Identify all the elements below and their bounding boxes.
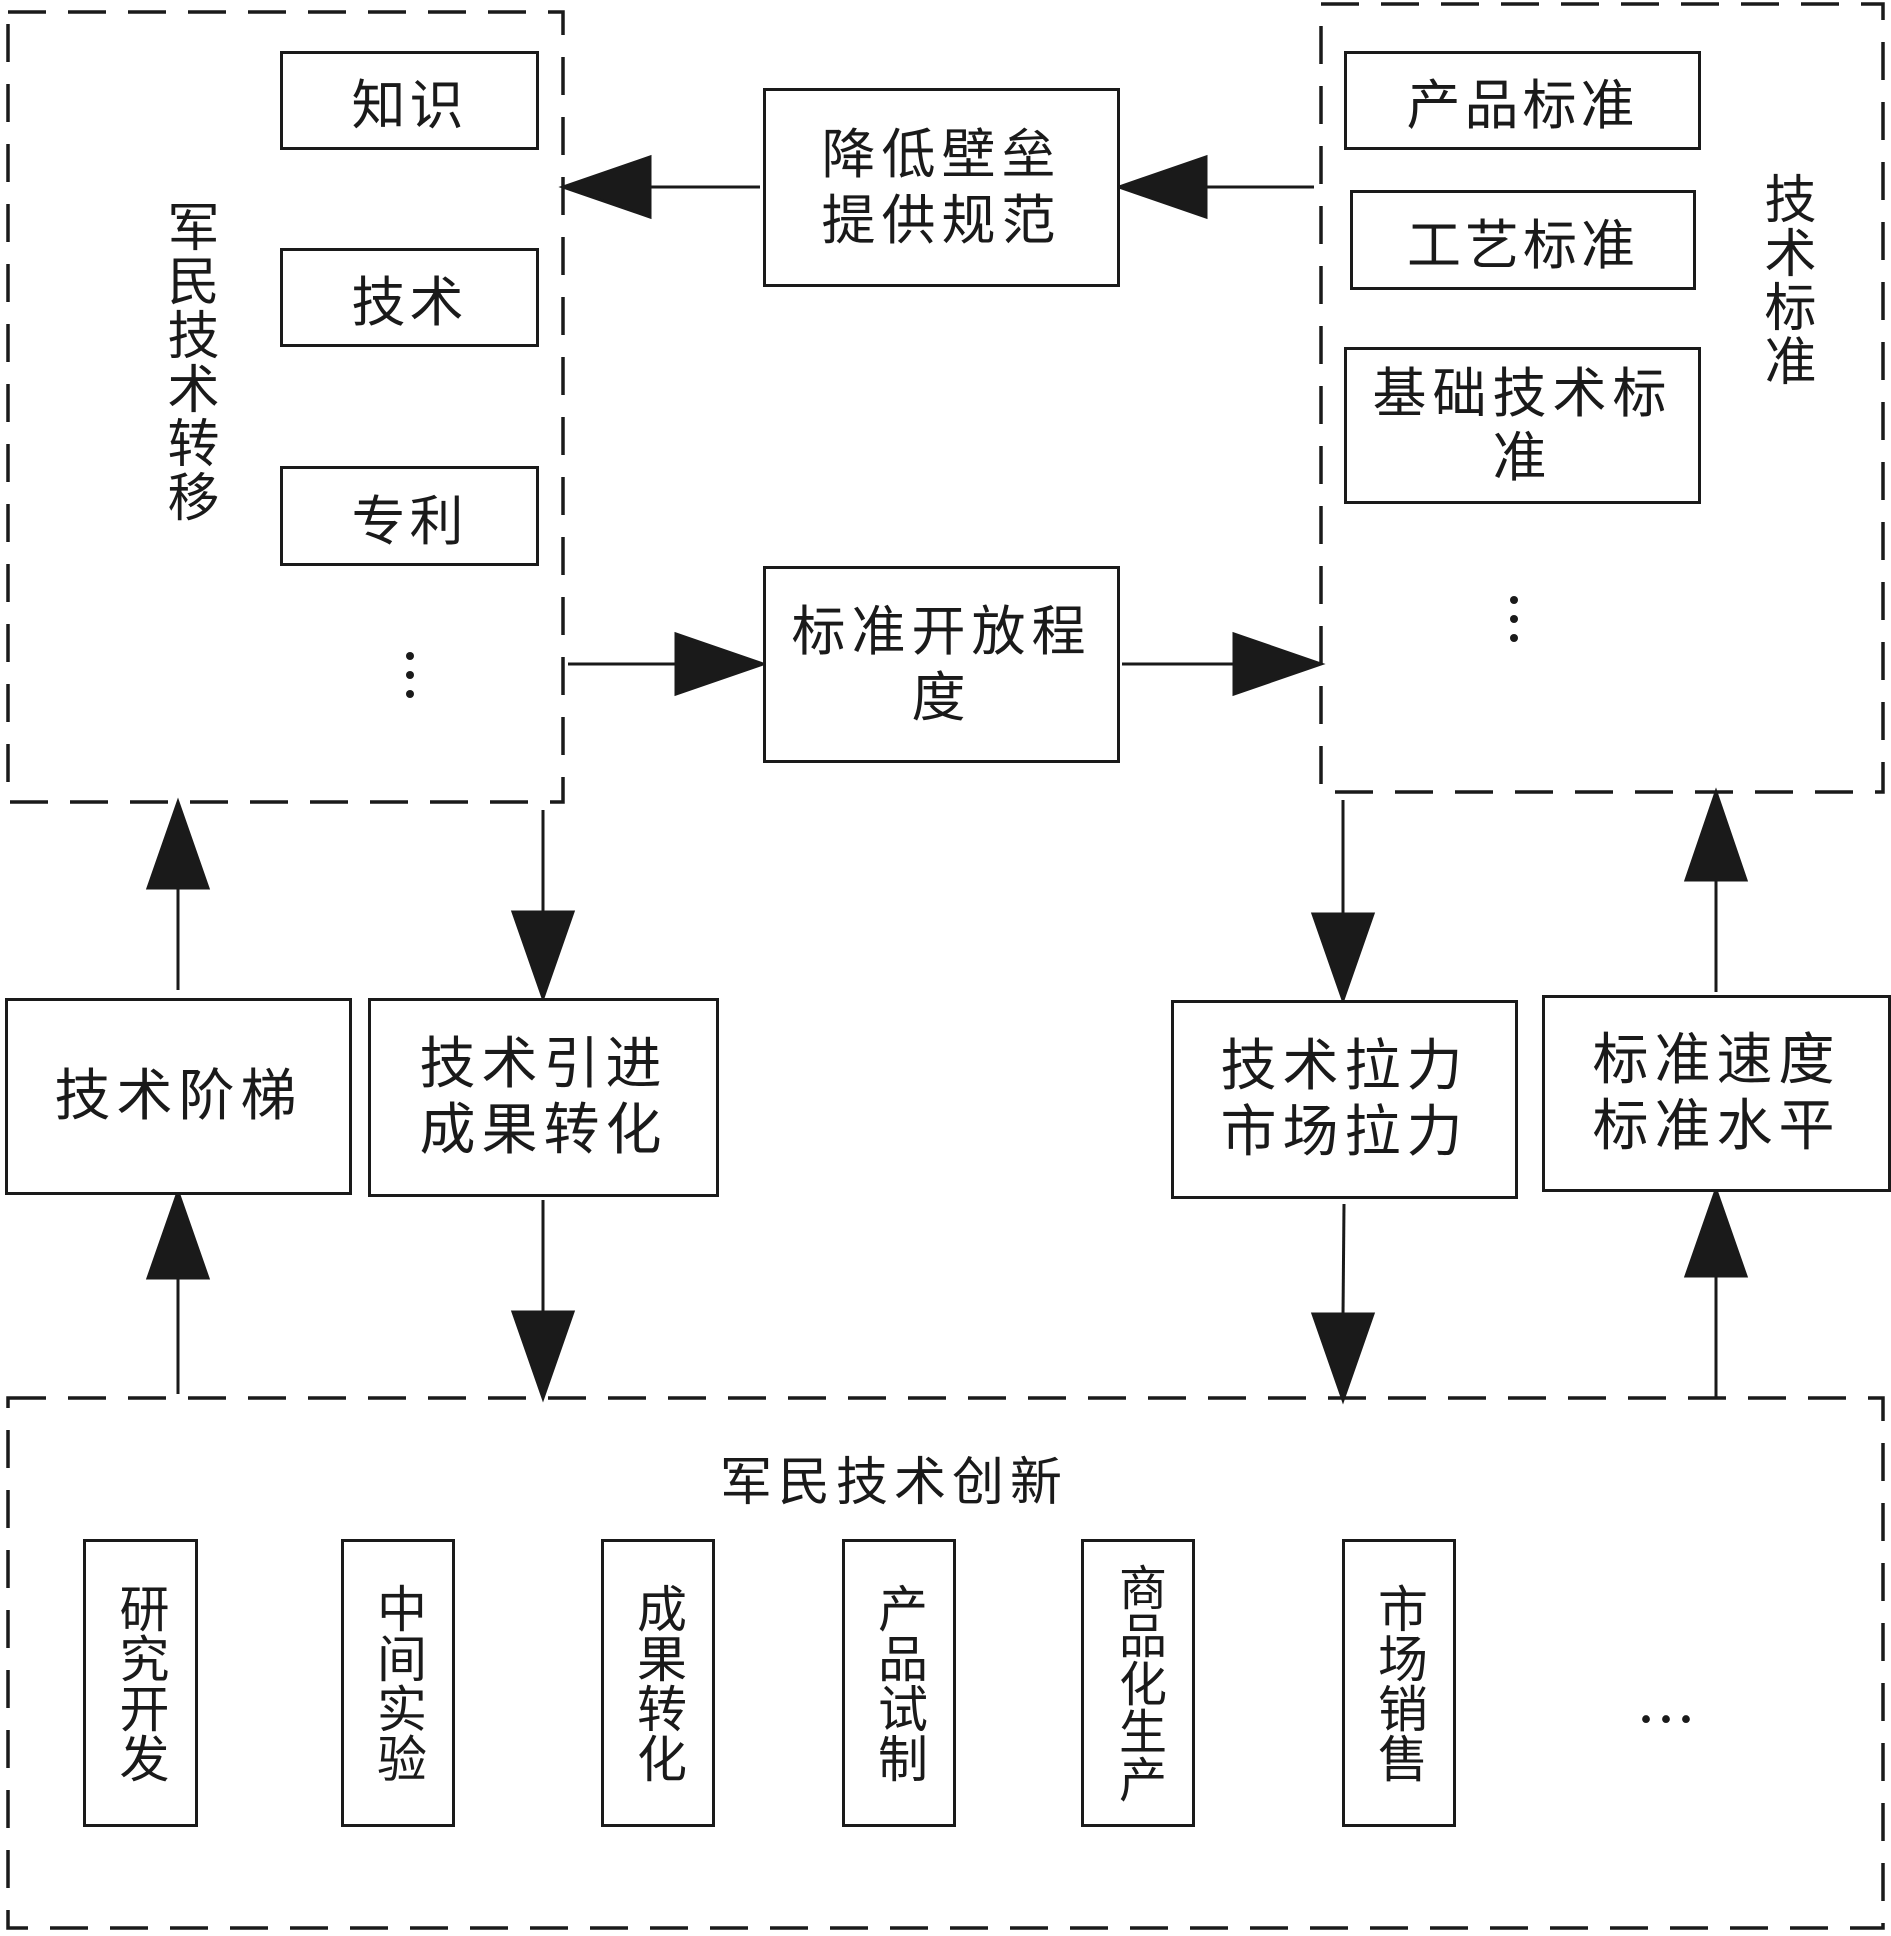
intro-box-line-2: 成果转化: [419, 1097, 668, 1163]
openness-box-line-1: 标准开放程: [791, 599, 1092, 663]
right-item-product-standard: 产品标准: [1344, 51, 1701, 150]
left-item-knowledge: 知识: [280, 51, 539, 150]
standard-speed-box-line-1: 标准速度: [1592, 1027, 1841, 1093]
left-group-label: 军民技术转移: [158, 200, 218, 524]
left-item-technology: 技术: [280, 248, 539, 347]
right-group-border: [1319, 2, 1885, 794]
right-item-basic-standard: 基础技术标 准: [1344, 347, 1701, 504]
right-item-process-standard: 工艺标准: [1350, 190, 1696, 290]
stage-trial-production: 产品试制: [842, 1539, 956, 1827]
bottom-group-title: 军民技术创新: [720, 1453, 1069, 1513]
pull-box-line-2: 市场拉力: [1220, 1099, 1469, 1165]
stage-research: 研究开发: [83, 1539, 198, 1827]
intro-box-line-1: 技术引进: [419, 1031, 668, 1097]
standard-speed-box: 标准速度 标准水平: [1542, 995, 1891, 1192]
left-ellipsis: [405, 652, 415, 709]
openness-box: 标准开放程 度: [763, 566, 1120, 763]
tech-ladder-box: 技术阶梯: [5, 998, 352, 1195]
arrow-standard-to-barrier-head: [1114, 154, 1208, 220]
arrow-innovation-to-speed-head: [1683, 1185, 1749, 1278]
standard-speed-box-line-2: 标准水平: [1592, 1093, 1841, 1159]
pull-box: 技术拉力 市场拉力: [1171, 1000, 1518, 1199]
stage-commercial-production: 商品化生产: [1081, 1539, 1195, 1827]
left-group-border: [6, 10, 565, 804]
arrow-barrier-to-transfer-head: [558, 154, 652, 220]
bottom-group-border: [6, 1396, 1885, 1930]
barrier-box-line-2: 提供规范: [821, 188, 1062, 252]
arrow-transfer-to-intro-head: [510, 910, 576, 1003]
stage-pilot-test: 中间实验: [341, 1539, 455, 1827]
right-item-basic-standard-line-1: 基础技术标: [1372, 361, 1673, 425]
stage-transformation: 成果转化: [601, 1539, 715, 1827]
arrow-pull-to-innovation-head: [1310, 1312, 1376, 1405]
arrow-speed-to-standard-head: [1683, 787, 1749, 882]
left-item-patent: 专利: [280, 466, 539, 566]
bottom-ellipsis: …: [1636, 1667, 1696, 1737]
arrow-innovation-to-ladder-head: [145, 1187, 211, 1280]
barrier-box: 降低壁垒 提供规范: [763, 88, 1120, 287]
pull-box-line-1: 技术拉力: [1220, 1033, 1469, 1099]
arrow-ladder-to-transfer-head: [145, 797, 211, 890]
right-item-basic-standard-line-2: 准: [1492, 425, 1553, 489]
intro-box: 技术引进 成果转化: [368, 998, 719, 1197]
arrow-pull-to-innovation-line: [1341, 1203, 1346, 1317]
right-group-label: 技术标准: [1755, 172, 1815, 388]
arrow-intro-to-innovation-head: [510, 1310, 576, 1403]
openness-box-line-2: 度: [911, 665, 972, 729]
arrow-openness-to-standard-head: [1232, 631, 1326, 697]
stage-market-sales: 市场销售: [1342, 1539, 1456, 1827]
right-ellipsis: [1509, 596, 1519, 653]
arrow-transfer-to-openness-head: [674, 631, 768, 697]
barrier-box-line-1: 降低壁垒: [821, 122, 1062, 186]
arrow-standard-to-pull-head: [1310, 912, 1376, 1005]
